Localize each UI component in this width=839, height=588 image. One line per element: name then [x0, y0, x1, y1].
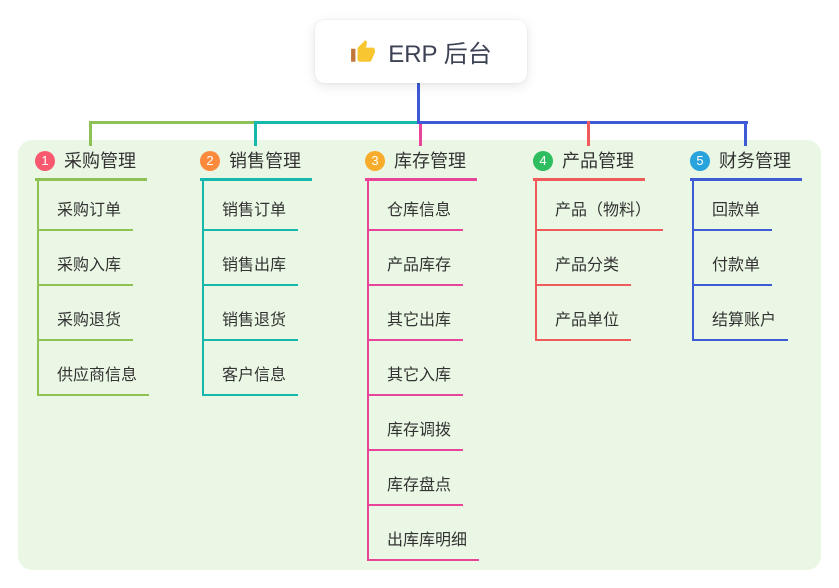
root-node[interactable]: ERP 后台 [315, 20, 527, 83]
child-node[interactable]: 仓库信息 [367, 201, 464, 231]
branch-title: 采购管理 [64, 151, 136, 171]
branch-number-badge: 4 [533, 151, 553, 171]
branch-finance: 5 财务管理 回款单 付款单 结算账户 [690, 148, 802, 341]
branch-spine-line [692, 181, 694, 341]
drop-line-inventory [419, 124, 422, 146]
branch-node-sales[interactable]: 2 销售管理 [200, 148, 312, 181]
child-node[interactable]: 采购订单 [37, 201, 134, 231]
branch-purchase: 1 采购管理 采购订单 采购入库 采购退货 供应商信息 [35, 148, 150, 396]
child-node[interactable]: 产品库存 [367, 256, 464, 286]
drop-line-finance [744, 121, 747, 146]
child-node[interactable]: 销售订单 [202, 201, 299, 231]
child-node[interactable]: 其它出库 [367, 311, 464, 341]
branch-sales: 2 销售管理 销售订单 销售出库 销售退货 客户信息 [200, 148, 312, 396]
bus-segment-finance [419, 121, 748, 124]
branch-number-badge: 5 [690, 151, 710, 171]
child-node[interactable]: 产品（物料） [535, 201, 664, 231]
branch-node-purchase[interactable]: 1 采购管理 [35, 148, 147, 181]
child-node[interactable]: 库存调拨 [367, 421, 464, 451]
bus-segment-purchase [90, 121, 257, 124]
branch-node-product[interactable]: 4 产品管理 [533, 148, 645, 181]
child-node[interactable]: 采购退货 [37, 311, 134, 341]
child-node[interactable]: 结算账户 [692, 311, 789, 341]
child-node[interactable]: 回款单 [692, 201, 773, 231]
bus-segment-sales [255, 121, 421, 124]
child-node[interactable]: 出库库明细 [367, 531, 480, 561]
child-node[interactable]: 采购入库 [37, 256, 134, 286]
branch-product: 4 产品管理 产品（物料） 产品分类 产品单位 [533, 148, 664, 341]
branch-title: 库存管理 [394, 151, 466, 171]
root-connector-line [417, 82, 420, 124]
drop-line-sales [254, 121, 257, 146]
branch-title: 销售管理 [229, 151, 301, 171]
branches-panel [18, 140, 821, 570]
branch-number-badge: 3 [365, 151, 385, 171]
branch-number-badge: 2 [200, 151, 220, 171]
branch-title: 产品管理 [562, 151, 634, 171]
branch-title: 财务管理 [719, 151, 791, 171]
child-node[interactable]: 付款单 [692, 256, 773, 286]
child-node[interactable]: 销售退货 [202, 311, 299, 341]
child-node[interactable]: 产品单位 [535, 311, 632, 341]
branch-spine-line [37, 181, 39, 396]
child-node[interactable]: 销售出库 [202, 256, 299, 286]
branch-node-finance[interactable]: 5 财务管理 [690, 148, 802, 181]
branch-spine-line [535, 181, 537, 341]
branch-spine-line [367, 181, 369, 561]
child-node[interactable]: 客户信息 [202, 366, 299, 396]
thumbs-up-icon [351, 39, 376, 62]
child-node[interactable]: 供应商信息 [37, 366, 150, 396]
branch-inventory: 3 库存管理 仓库信息 产品库存 其它出库 其它入库 库存调拨 库存盘点 出库库… [365, 148, 480, 561]
branch-number-badge: 1 [35, 151, 55, 171]
child-node[interactable]: 产品分类 [535, 256, 632, 286]
branch-spine-line [202, 181, 204, 396]
child-node[interactable]: 库存盘点 [367, 476, 464, 506]
branch-node-inventory[interactable]: 3 库存管理 [365, 148, 477, 181]
child-node[interactable]: 其它入库 [367, 366, 464, 396]
root-title: ERP 后台 [388, 41, 492, 68]
drop-line-purchase [89, 121, 92, 146]
drop-line-product [587, 121, 590, 146]
